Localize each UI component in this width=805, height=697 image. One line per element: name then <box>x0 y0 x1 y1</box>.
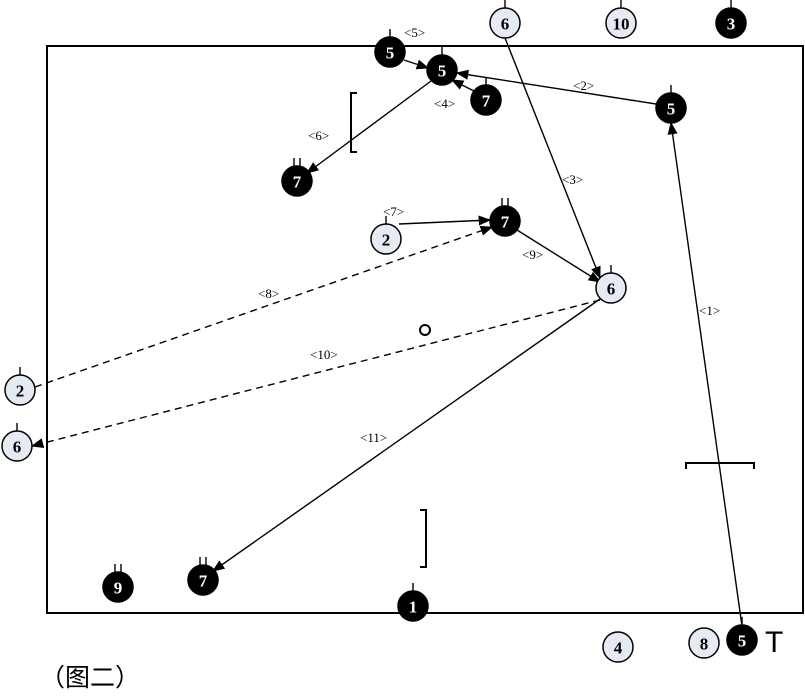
player-number: 5 <box>386 44 395 63</box>
player-p6-top: 6 <box>489 0 521 39</box>
path-step-3 <box>504 37 601 280</box>
player-p6-center: 6 <box>595 265 627 304</box>
player-p5-upper: 5 <box>426 47 458 86</box>
player-number: 10 <box>613 15 630 34</box>
path-step-4 <box>450 79 477 93</box>
path-step-10 <box>30 299 601 449</box>
player-number: 6 <box>607 280 616 299</box>
player-p5-bottom: 5 <box>726 617 758 656</box>
player-p5-top: 5 <box>374 29 406 68</box>
step-label-5: <5> <box>404 25 425 40</box>
player-disc <box>602 631 634 663</box>
player-number: 6 <box>501 15 510 34</box>
player-disc <box>374 36 406 68</box>
player-number: 2 <box>16 382 25 401</box>
player-p10: 10 <box>605 0 637 39</box>
player-number: 7 <box>501 213 510 232</box>
player-p1: 1 <box>397 583 429 622</box>
player-disc <box>281 165 313 197</box>
step-label-2: <2> <box>573 78 594 93</box>
player-p6-left: 6 <box>1 423 33 462</box>
player-number: 3 <box>727 15 736 34</box>
player-disc <box>1 430 33 462</box>
path-step-11 <box>211 298 601 572</box>
player-disc <box>595 272 627 304</box>
player-p7-left: 7 <box>281 158 313 197</box>
step-label-4: <4> <box>434 96 455 111</box>
player-disc <box>688 627 720 659</box>
player-disc <box>187 564 219 596</box>
path-step-7 <box>398 215 492 226</box>
step-label-10: <10> <box>310 347 338 362</box>
player-disc <box>489 205 521 237</box>
player-number: 7 <box>482 92 491 111</box>
step-label-11: <11> <box>360 430 387 445</box>
player-number: 5 <box>438 62 447 81</box>
player-p2-left: 2 <box>4 367 36 406</box>
player-p2-mid: 2 <box>370 216 402 255</box>
player-number: 8 <box>700 635 709 654</box>
coach-marker: T <box>765 626 783 659</box>
player-disc <box>470 84 502 116</box>
player-p7-bottom: 7 <box>187 557 219 596</box>
player-disc <box>605 7 637 39</box>
path-step-9 <box>516 229 602 283</box>
ball-marker <box>419 324 431 336</box>
player-p7-near-5: 7 <box>470 77 502 116</box>
player-disc <box>370 223 402 255</box>
path-step-5 <box>403 59 430 70</box>
player-number: 7 <box>293 173 302 192</box>
player-p7-center: 7 <box>489 198 521 237</box>
player-disc <box>102 571 134 603</box>
player-number: 5 <box>738 632 747 651</box>
player-disc <box>655 92 687 124</box>
screen-bracket-lower <box>420 509 427 568</box>
player-number: 6 <box>13 438 22 457</box>
path-step-1 <box>667 121 743 627</box>
player-number: 4 <box>614 639 623 658</box>
player-number: 9 <box>114 579 123 598</box>
player-number: 1 <box>409 598 418 617</box>
step-label-6: <6> <box>308 128 329 143</box>
path-step-2 <box>455 69 657 105</box>
player-p4: 4 <box>602 631 634 663</box>
player-disc <box>426 54 458 86</box>
player-number: 7 <box>199 572 208 591</box>
step-label-7: <7> <box>383 204 404 219</box>
player-number: 5 <box>667 100 676 119</box>
step-label-3: <3> <box>562 172 583 187</box>
player-disc <box>397 590 429 622</box>
step-label-1: <1> <box>699 303 720 318</box>
player-disc <box>726 624 758 656</box>
step-label-8: <8> <box>258 286 279 301</box>
step-label-9: <9> <box>522 247 543 262</box>
player-p9: 9 <box>102 564 134 603</box>
player-number: 2 <box>382 231 391 250</box>
player-disc <box>715 7 747 39</box>
player-p5-right: 5 <box>655 85 687 124</box>
path-step-6 <box>305 80 432 174</box>
path-step-8 <box>34 225 494 388</box>
screen-bracket-upper <box>350 92 357 153</box>
figure-caption: （图二） <box>40 664 140 692</box>
player-p3: 3 <box>715 0 747 39</box>
player-p8: 8 <box>688 627 720 659</box>
screen-bracket-right <box>685 462 755 469</box>
player-disc <box>489 7 521 39</box>
player-disc <box>4 374 36 406</box>
